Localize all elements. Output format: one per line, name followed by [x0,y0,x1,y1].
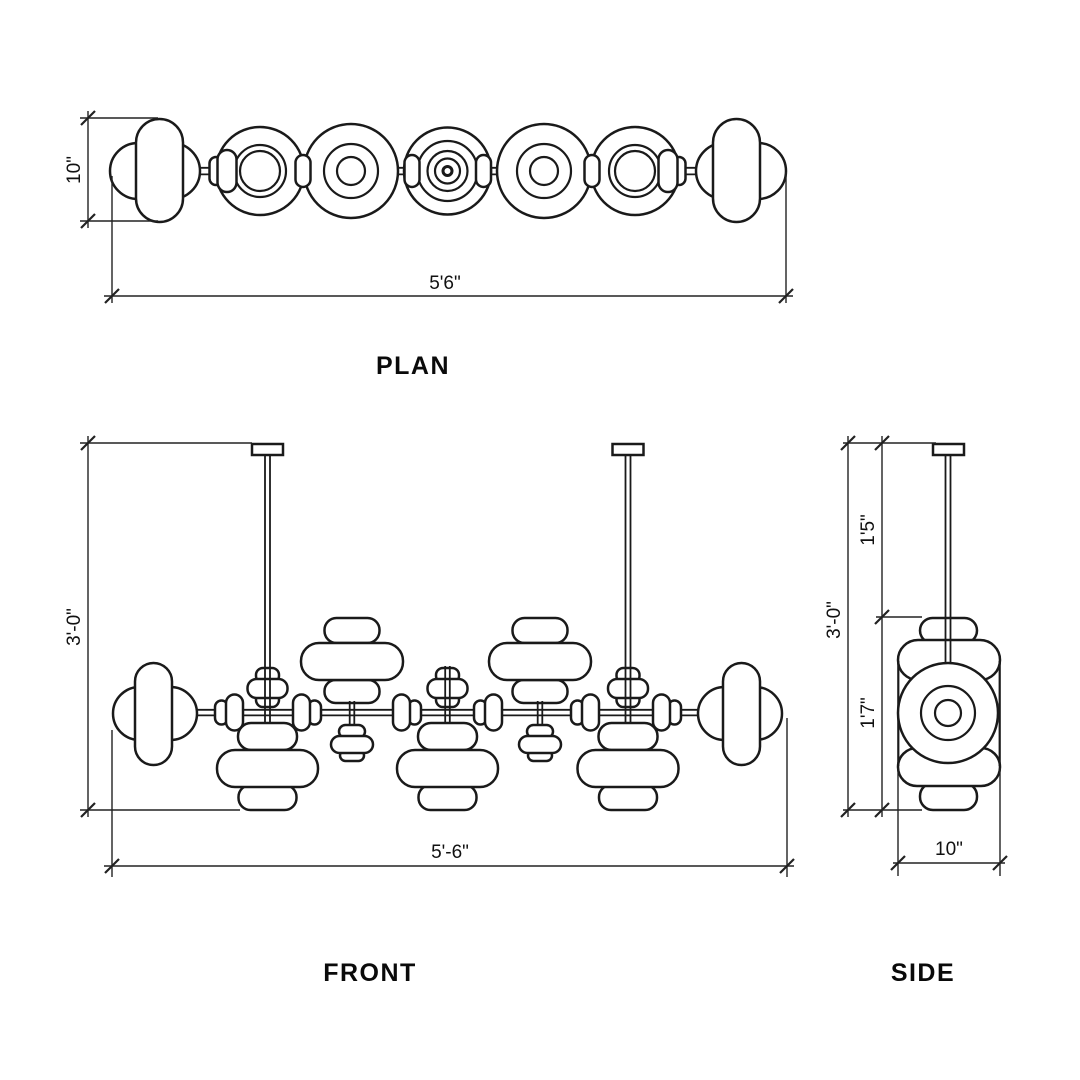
plan-disc-ring-left [214,125,306,217]
side-label: SIDE [891,959,955,987]
plan-lens [583,153,601,189]
side-dim-width: 10" [889,768,1009,876]
front-upper-cluster-left [299,616,405,705]
plan-disc-ring-right [589,125,681,217]
front-beads-right [606,666,650,709]
front-upper-cluster-right [487,616,593,705]
front-lens-pair [651,693,683,732]
plan-disc-donut-right [495,122,593,220]
plan-disc-center [402,126,493,216]
plan-dim-height: 10" [64,109,158,230]
front-view: 3'-0" 5'-6" FRONT [64,434,796,987]
plan-height-value: 10" [64,156,85,184]
front-cluster-rod-left [348,701,356,726]
front-beads-left [246,666,289,709]
side-dim-total-height: 3'-0" [824,434,936,819]
plan-view: 10" 5'6" PLAN [64,109,795,380]
plan-lens [474,153,493,189]
side-dim-split: 1'5" 1'7" [858,434,922,819]
side-fixture [896,442,1002,812]
front-end-cluster-left [111,661,199,767]
side-disc [896,661,1000,765]
front-cluster-rod-right [536,701,544,726]
side-stem [944,455,952,665]
plan-dim-width: 5'6" [103,172,795,305]
front-fixture [111,442,784,812]
plan-lens-pair-right [657,148,687,194]
plan-label: PLAN [376,352,450,380]
front-beads-down-right [517,723,563,763]
front-canopy-left [250,442,285,457]
side-width-value: 10" [935,839,963,860]
front-lower-cluster-center [395,721,500,812]
front-stem-left [264,455,271,724]
front-stem-right [624,455,632,724]
front-lens-pair [391,693,423,732]
side-lower-value: 1'7" [858,697,879,729]
front-lower-cluster-right [576,721,680,812]
plan-lens [403,153,421,189]
front-lens-pair [472,693,504,732]
front-lens-pair [291,693,323,732]
front-width-value: 5'-6" [431,842,469,863]
plan-lens-pair-left [208,148,238,194]
front-lens-pair [569,693,601,732]
plan-lens [294,153,312,189]
front-canopy-right [611,442,645,457]
front-beads-center [426,666,469,709]
front-dim-height: 3'-0" [64,434,252,819]
front-dim-width: 5'-6" [103,718,796,877]
plan-disc-donut-left [302,122,400,220]
plan-end-cluster-right [694,117,788,224]
plan-end-cluster-left [108,117,202,224]
side-upper-value: 1'5" [858,514,879,546]
front-beads-down-left [329,723,375,763]
side-height-value: 3'-0" [824,601,845,639]
plan-width-value: 5'6" [429,273,461,294]
front-label: FRONT [323,959,417,987]
front-center-rod [444,666,451,724]
plan-fixture [108,117,788,224]
front-end-cluster-right [696,661,784,767]
side-view: 3'-0" 1'5" 1'7" 10" SIDE [824,434,1009,987]
front-lens-pair [213,693,245,732]
side-canopy [931,442,966,457]
front-height-value: 3'-0" [64,608,85,646]
front-arm [197,708,699,717]
front-lower-cluster-left [215,721,320,812]
